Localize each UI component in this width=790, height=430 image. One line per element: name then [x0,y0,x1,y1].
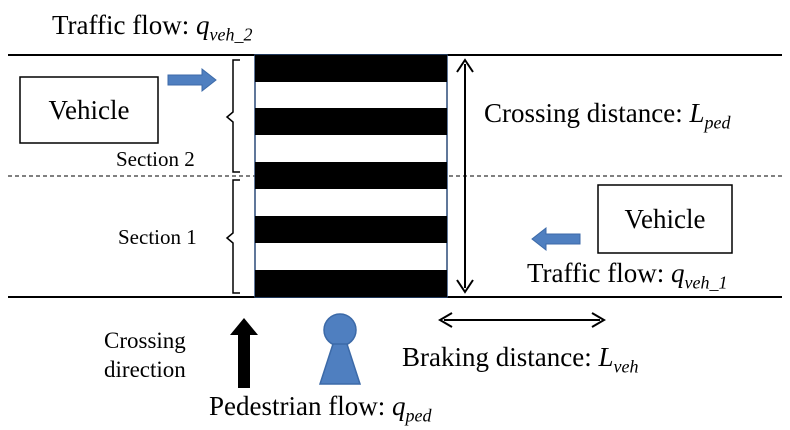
vehicle-right-label: Vehicle [624,204,706,234]
vehicle-left-label: Vehicle [48,95,130,125]
crossing-distance-arrow-icon [456,58,474,294]
crosswalk-stripe [255,270,447,297]
crossing-distance-label: Crossing distance: Lped [484,98,731,133]
pedestrian-icon [318,313,362,385]
section-2-label: Section 2 [116,147,195,171]
crossing-direction-arrow-icon [230,318,258,388]
traffic-flow-top-label: Traffic flow: qveh_2 [52,10,253,45]
traffic-arrow-right-icon [167,67,217,93]
section-1-brace [225,179,240,294]
crosswalk [254,54,448,298]
vehicle-right-box [597,184,733,254]
crosswalk-stripe [255,216,447,243]
crossing-direction-label: Crossing direction [104,328,186,383]
vehicle-left-box [19,76,159,144]
crosswalk-stripe [255,108,447,135]
braking-distance-arrow-icon [438,312,606,328]
traffic-arrow-left-icon [531,226,581,252]
traffic-flow-bottom-label: Traffic flow: qveh_1 [527,258,728,293]
section-1-label: Section 1 [118,225,197,249]
pedestrian-flow-label: Pedestrian flow: qped [209,391,432,426]
section-2-brace [225,59,240,173]
crosswalk-stripe [255,162,447,189]
crosswalk-stripe [255,55,447,82]
braking-distance-label: Braking distance: Lveh [402,342,639,377]
